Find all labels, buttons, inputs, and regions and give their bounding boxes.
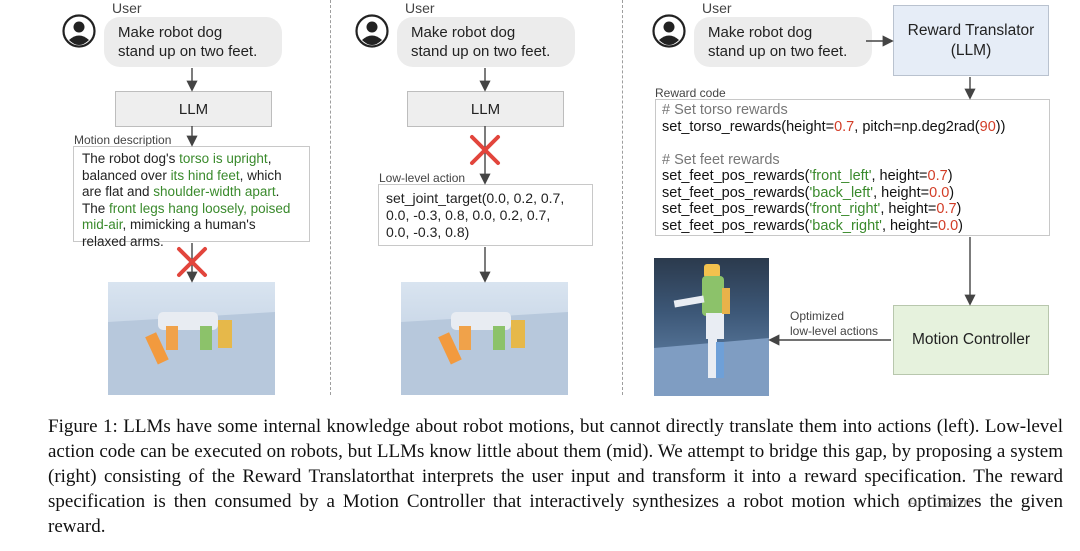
motion-controller-box: Motion Controller	[893, 305, 1049, 375]
code-string: 'back_right'	[809, 217, 882, 234]
action-line: set_joint_target(0.0, 0.2, 0.7,	[386, 190, 565, 206]
reward-translator-title: Reward Translator	[907, 21, 1035, 39]
code-comment: # Set torso rewards	[662, 102, 788, 118]
code-number: 0.0	[937, 217, 959, 234]
code-line-feet: set_feet_pos_rewards('back_right', heigh…	[662, 218, 1043, 235]
motion-text: , mimicking a human's relaxed arms.	[82, 217, 256, 249]
highlight-phrase: its hind feet	[170, 167, 240, 183]
code-token: set_torso_rewards(height=	[662, 118, 835, 135]
motion-description-box: The robot dog's torso is upright, balanc…	[73, 146, 310, 249]
llm-label: LLM	[178, 100, 209, 118]
code-token: , height=	[881, 217, 938, 234]
user-text-line: Make robot dog	[708, 24, 813, 41]
user-bubble-mid: Make robot dog stand up on two feet.	[397, 17, 575, 67]
code-number: 0.7	[834, 118, 855, 135]
watermark: AI Charm	[908, 494, 972, 511]
code-token: , height=	[873, 184, 930, 201]
motion-description-label: Motion description	[74, 133, 172, 147]
motion-text: . The	[82, 184, 280, 216]
motion-text: The robot dog's	[82, 151, 180, 166]
low-level-action-label: Low-level action	[379, 171, 466, 185]
code-feet-lines: set_feet_pos_rewards('front_left', heigh…	[662, 168, 1043, 234]
reward-code-label: Reward code	[655, 86, 726, 100]
code-comment: # Set feet rewards	[662, 151, 780, 168]
llm-box-left: LLM	[115, 91, 272, 127]
user-label-right: User	[702, 0, 732, 16]
user-avatar-icon	[62, 14, 96, 48]
code-token: )	[958, 217, 963, 234]
llm-box-mid: LLM	[407, 91, 564, 127]
code-number: 0.7	[936, 201, 957, 217]
highlight-phrase: front legs hang loosely, poised mid-air	[82, 200, 291, 233]
action-line: 0.0, -0.3, 0.8)	[386, 224, 470, 240]
cross-icon	[470, 135, 500, 165]
code-token: )	[956, 201, 962, 217]
user-text-line: Make robot dog	[411, 24, 516, 41]
code-number: 0.7	[927, 168, 948, 184]
optimized-line: low-level actions	[790, 324, 879, 338]
user-avatar-icon	[652, 14, 686, 48]
code-line-feet: set_feet_pos_rewards('front_right', heig…	[662, 201, 1043, 218]
user-label-mid: User	[405, 0, 435, 16]
code-token: )	[949, 184, 955, 201]
motion-text: , balanced over	[82, 151, 272, 183]
user-text-line: Make robot dog	[118, 24, 223, 41]
code-token: , pitch=np.deg2rad(	[854, 118, 980, 135]
reward-translator-box: Reward Translator (LLM)	[893, 5, 1049, 76]
code-token: ))	[995, 118, 1006, 135]
motion-controller-label: Motion Controller	[911, 331, 1031, 348]
code-token: set_feet_pos_rewards(	[662, 168, 810, 184]
user-text-line: stand up on two feet.	[118, 43, 258, 60]
code-token: set_feet_pos_rewards(	[662, 184, 810, 201]
code-token: )	[947, 168, 953, 184]
robot-dog-image-left	[108, 282, 275, 395]
code-string: 'front_right'	[809, 201, 881, 217]
user-bubble-left: Make robot dog stand up on two feet.	[104, 17, 282, 67]
user-text-line: stand up on two feet.	[411, 43, 551, 60]
robot-dog-image-mid	[401, 282, 568, 395]
user-label-left: User	[112, 0, 142, 16]
code-token: , height=	[871, 168, 928, 184]
code-line-feet: set_feet_pos_rewards('back_left', height…	[662, 185, 1043, 202]
code-string: 'back_left'	[809, 184, 874, 201]
user-avatar-icon	[355, 14, 389, 48]
optimized-actions-label: Optimized low-level actions	[790, 309, 878, 339]
highlight-phrase: shoulder-width apart	[153, 184, 276, 199]
panel-divider	[622, 0, 623, 395]
code-token: set_feet_pos_rewards(	[662, 201, 810, 217]
code-line-feet: set_feet_pos_rewards('front_left', heigh…	[662, 168, 1043, 185]
code-number: 90	[979, 118, 996, 135]
code-token: , height=	[880, 201, 937, 217]
action-line: 0.0, -0.3, 0.8, 0.0, 0.2, 0.7,	[386, 207, 551, 223]
code-number: 0.0	[929, 184, 950, 201]
figure-caption: Figure 1: LLMs have some internal knowle…	[48, 416, 1063, 537]
panel-divider	[330, 0, 331, 395]
llm-label: LLM	[470, 100, 501, 118]
highlight-phrase: torso is upright	[179, 151, 268, 166]
code-string: 'front_left'	[809, 168, 872, 184]
user-bubble-right: Make robot dog stand up on two feet.	[694, 17, 872, 67]
optimized-line: Optimized	[790, 309, 845, 323]
reward-code-box: # Set torso rewards set_torso_rewards(he…	[655, 99, 1050, 236]
robot-standing-image	[654, 258, 769, 396]
low-level-action-box: set_joint_target(0.0, 0.2, 0.7, 0.0, -0.…	[378, 184, 593, 246]
cross-icon	[177, 247, 207, 277]
user-text-line: stand up on two feet.	[708, 43, 848, 60]
code-line-torso: set_torso_rewards(height=0.7, pitch=np.d…	[662, 119, 1043, 136]
reward-translator-subtitle: (LLM)	[950, 41, 992, 59]
code-token: set_feet_pos_rewards(	[662, 217, 810, 234]
motion-text: , which are flat and	[82, 167, 282, 200]
